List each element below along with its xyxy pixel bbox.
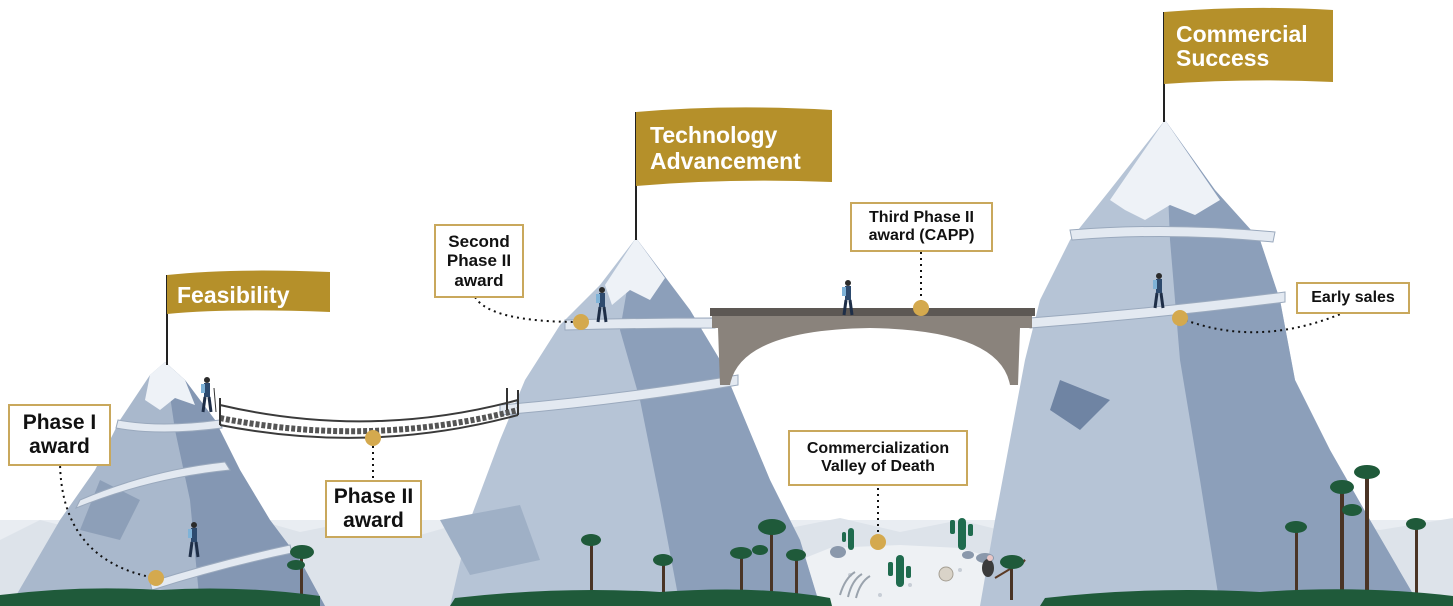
hiker-icon xyxy=(1153,273,1165,309)
callout-second-phase2: Second Phase II award xyxy=(434,224,524,298)
marker-early-sales xyxy=(1172,310,1188,326)
callout-phase1-line1: Phase I xyxy=(22,410,97,434)
callout-valley-line2: Valley of Death xyxy=(821,458,935,475)
flag-technology: Technology Advancement xyxy=(650,122,801,174)
hikers xyxy=(188,273,1165,558)
rope-bridge xyxy=(219,388,519,439)
callout-second-phase2-line1: Second xyxy=(448,231,510,251)
tree-icon xyxy=(287,545,314,600)
tree-icon xyxy=(1330,480,1362,600)
tree-icon xyxy=(1000,555,1024,600)
flag-commercial-line1: Commercial xyxy=(1176,21,1308,47)
callout-phase2-line2: award xyxy=(343,509,404,532)
callout-second-phase2-line2: Phase II xyxy=(446,251,512,271)
mountain-technology xyxy=(440,238,820,606)
flag-technology-line1: Technology xyxy=(650,122,778,148)
callout-phase1: Phase I award xyxy=(8,404,111,466)
marker-third-phase2 xyxy=(913,300,929,316)
hiker-icon xyxy=(188,522,200,558)
callout-phase2-line1: Phase II xyxy=(333,484,414,508)
trees xyxy=(287,465,1426,600)
flag-technology-line2: Advancement xyxy=(650,148,801,174)
marker-second-phase2 xyxy=(573,314,589,330)
callout-third-phase2: Third Phase II award (CAPP) xyxy=(850,202,993,252)
flag-commercial: Commercial Success xyxy=(1176,22,1308,70)
stone-bridge xyxy=(710,308,1035,385)
tree-icon xyxy=(1406,518,1426,600)
callout-third-phase2-line2: award (CAPP) xyxy=(868,227,975,244)
callout-second-phase2-line3: award xyxy=(454,270,504,290)
hiker-icon xyxy=(596,287,608,323)
marker-phase2 xyxy=(365,430,381,446)
mountain-commercial xyxy=(980,120,1420,606)
bones-icon xyxy=(839,571,871,599)
tree-icon xyxy=(1354,465,1380,600)
grass-base xyxy=(0,588,1453,606)
tree-icon xyxy=(752,519,786,600)
callout-valley-line1: Commercialization xyxy=(806,439,950,457)
tree-icon xyxy=(653,554,673,600)
tree-icon xyxy=(786,549,806,600)
callout-phase2: Phase II award xyxy=(325,480,422,538)
marker-phase1 xyxy=(148,570,164,586)
hiker-icon xyxy=(842,280,854,316)
leader-lines xyxy=(59,252,1351,579)
mountain-feasibility xyxy=(10,362,325,606)
cactus-icon xyxy=(842,518,973,587)
flag-feasibility: Feasibility xyxy=(177,283,289,307)
callout-third-phase2-line1: Third Phase II xyxy=(869,208,974,226)
callout-early-sales-line1: Early sales xyxy=(1311,288,1395,306)
flag-commercial-line2: Success xyxy=(1176,45,1270,71)
marker-valley xyxy=(870,534,886,550)
flag-shapes xyxy=(167,7,1333,314)
tree-icon xyxy=(581,534,601,600)
callout-phase1-line2: award xyxy=(29,435,90,458)
desert-elements xyxy=(830,518,1026,599)
hiker-icon xyxy=(201,377,217,413)
tree-icon xyxy=(1285,521,1307,600)
flag-feasibility-line1: Feasibility xyxy=(177,282,290,308)
tumbleweed-icon xyxy=(938,566,954,582)
callout-valley: Commercialization Valley of Death xyxy=(788,430,968,486)
tree-icon xyxy=(730,547,752,600)
callout-early-sales: Early sales xyxy=(1296,282,1410,314)
milestone-markers xyxy=(148,300,1188,586)
